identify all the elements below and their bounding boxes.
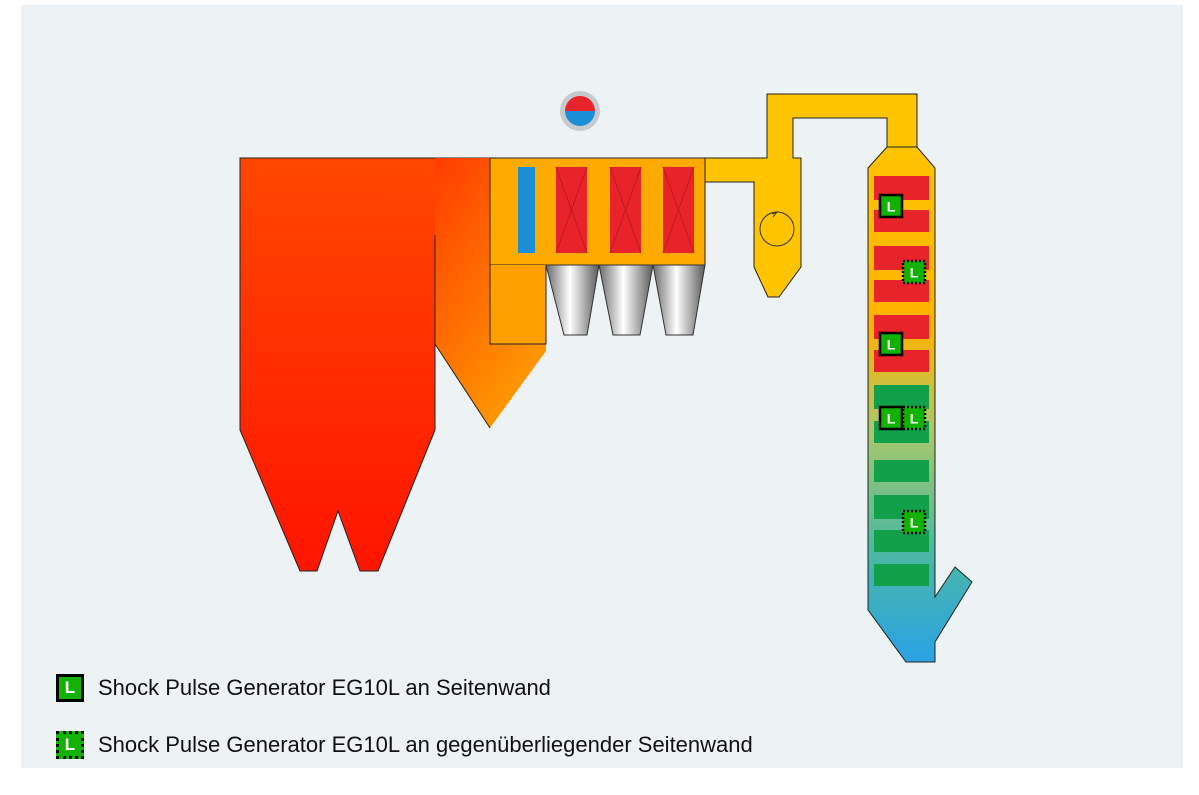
legend-row-opposite-wall: L Shock Pulse Generator EG10L an gegenüb… (56, 731, 753, 759)
legend-side-wall-text: Shock Pulse Generator EG10L an Seitenwan… (98, 675, 551, 700)
tower-band (874, 564, 929, 586)
generator-side-wall-icon: L (56, 674, 84, 702)
tower-band (874, 530, 929, 552)
generator-opposite-wall-marker: L (901, 509, 927, 535)
ash-hoppers (545, 264, 706, 336)
svg-text:L: L (910, 265, 919, 281)
heat-exchanger-bundles (555, 166, 695, 254)
tower-band (874, 280, 929, 302)
legend-opposite-wall-text: Shock Pulse Generator EG10L an gegenüber… (98, 732, 753, 757)
generator-opposite-wall-marker: L (901, 405, 927, 431)
legend-row-side-wall: L Shock Pulse Generator EG10L an Seitenw… (56, 674, 551, 702)
second-pass (435, 158, 546, 428)
svg-text:L: L (910, 515, 919, 531)
generator-side-wall-marker: L (878, 405, 904, 431)
generator-side-wall-marker: L (878, 331, 904, 357)
blue-tube-bank (518, 167, 535, 253)
tower-heating-bands (874, 176, 929, 586)
generator-opposite-wall-icon: L (56, 731, 84, 759)
tower-band (874, 460, 929, 482)
steam-drum (560, 91, 600, 131)
generator-opposite-wall-marker: L (901, 259, 927, 285)
svg-text:L: L (887, 337, 896, 353)
svg-text:L: L (887, 199, 896, 215)
svg-text:L: L (887, 411, 896, 427)
connecting-duct (704, 93, 918, 298)
tower-band (874, 385, 929, 409)
svg-text:L: L (910, 411, 919, 427)
generator-side-wall-marker: L (878, 193, 904, 219)
